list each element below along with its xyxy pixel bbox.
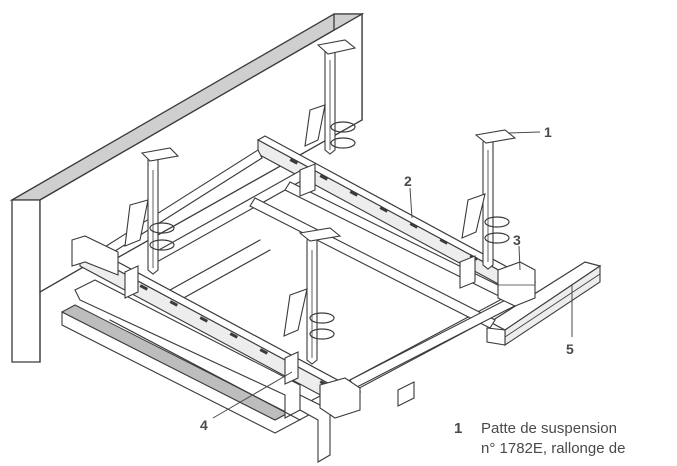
svg-text:5: 5 <box>566 341 574 357</box>
suspension-bracket-back-left <box>304 39 357 155</box>
rail-end-connector <box>497 261 536 307</box>
drawer-runner <box>486 261 602 347</box>
legend-text: Patte de suspension n° 1782E, rallonge d… <box>481 420 626 457</box>
suspension-bracket-front-left <box>124 147 180 275</box>
suspension-bracket-front-right <box>283 227 342 365</box>
rail-clips <box>124 163 476 385</box>
wall <box>9 12 365 363</box>
callout-1: 1 <box>507 124 552 140</box>
callout-2: 2 <box>404 173 413 219</box>
legend: 1 Patte de suspension n° 1782E, rallonge… <box>454 419 677 459</box>
callout-3: 3 <box>513 232 521 271</box>
callout-4: 4 <box>200 371 293 433</box>
svg-text:2: 2 <box>404 173 412 189</box>
svg-text:3: 3 <box>513 232 521 248</box>
svg-text:4: 4 <box>200 417 208 433</box>
callout-5: 5 <box>566 284 574 357</box>
suspension-bracket-back-right <box>461 129 517 270</box>
svg-text:1: 1 <box>544 124 552 140</box>
legend-number: 1 <box>454 420 463 437</box>
legend-item-1: 1 Patte de suspension n° 1782E, rallonge… <box>454 419 677 459</box>
